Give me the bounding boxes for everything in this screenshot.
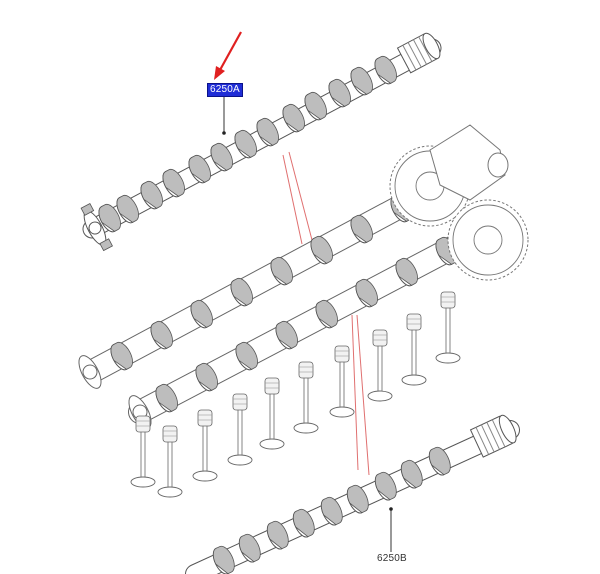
camshaft-6250a <box>80 32 442 252</box>
camshaft-6250b <box>185 414 520 574</box>
cylinder-head-assembly <box>78 124 529 498</box>
callout-6250b[interactable]: 6250B <box>377 553 407 564</box>
callout-6250a[interactable]: 6250A <box>207 83 243 97</box>
guide-lines <box>282 151 370 476</box>
pointer-arrow <box>214 31 242 80</box>
leader-dot-6250a <box>222 131 226 135</box>
leader-dot-6250b <box>389 507 393 511</box>
